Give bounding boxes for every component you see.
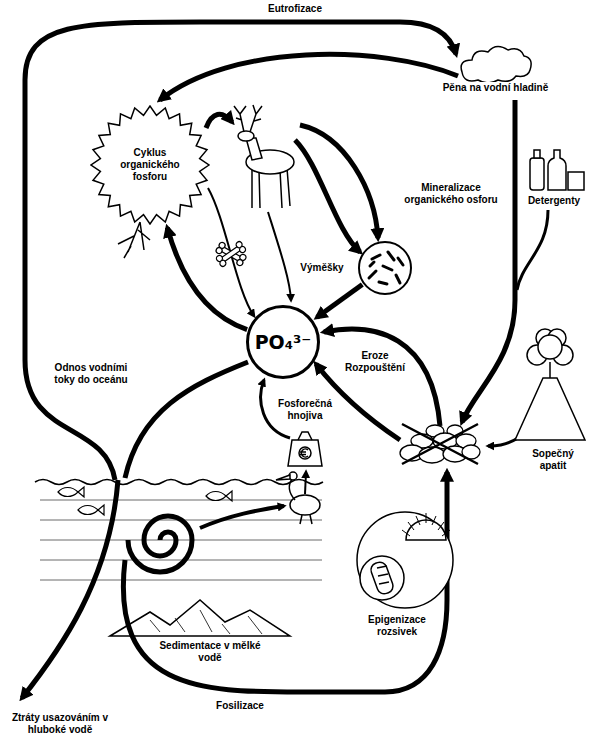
fish: [58, 487, 232, 515]
cycle-label: Epigenizace rozsivek: [368, 614, 426, 637]
detergent-bottles: [530, 150, 584, 190]
cycle-label: Sopečný apatit: [532, 448, 574, 471]
cycle-label: Eutrofizace: [268, 3, 322, 14]
cycle-label: Fosforečná hnojiva: [278, 398, 332, 421]
plant-roots: [118, 222, 150, 258]
label-wrap: Fosforečná hnojiva: [270, 398, 340, 422]
sea-bird: [276, 472, 320, 524]
bones: [215, 240, 247, 267]
node-label: Cyklus organického fosforu: [110, 147, 190, 183]
cycle-label: Pěna na vodní hladině: [443, 82, 549, 93]
bacteria-node: Mineralizace organického osforu: [352, 180, 512, 298]
fertilizer-bag: [288, 432, 322, 466]
cycle-label: Výměšky: [300, 262, 343, 273]
rock-pile: [400, 424, 480, 464]
label-wrap: Eroze Rozpouštění: [337, 350, 413, 374]
flow-arrows: [22, 22, 515, 698]
thin-arrows: [200, 188, 548, 528]
label-wrap: Epigenizace rozsivek: [352, 614, 442, 638]
label-wrap: Pěna na vodní hladině: [428, 82, 563, 94]
label-wrap: Výměšky: [296, 262, 348, 274]
cycle-label: Sedimentace v mělké vodě: [159, 640, 260, 663]
flow-connector: [317, 284, 362, 317]
cycle-burst: Cyklus organického fosforu: [90, 105, 210, 225]
cycle-label: Ztráty usazováním v hluboké vodě: [12, 712, 108, 735]
label-wrap: Detergenty: [522, 195, 586, 207]
node-label: Mineralizace organického osforu: [395, 182, 507, 206]
volcano: [515, 329, 585, 440]
label-wrap: Eutrofizace: [235, 3, 355, 15]
deer: [234, 105, 294, 208]
cycle-label: Fosilizace: [216, 700, 264, 711]
cycle-label: Detergenty: [528, 195, 580, 206]
diatom-circle: [357, 512, 453, 608]
node-label: PO₄³⁻: [255, 331, 312, 353]
label-wrap: Fosilizace: [200, 700, 280, 712]
label-wrap: Sedimentace v mělké vodě: [158, 640, 262, 664]
label-wrap: Odnos vodními toky do oceánu: [44, 362, 138, 386]
label-wrap: Sopečný apatit: [520, 448, 586, 472]
cycle-label: Odnos vodními toky do oceánu: [54, 362, 127, 385]
phosphate-circle: PO₄³⁻: [246, 305, 320, 379]
heading-wrap: Mineralizace organického osforu: [395, 182, 507, 206]
bacteria-circle: [358, 241, 412, 295]
flow-connector: [167, 228, 247, 330]
label-wrap: Ztráty usazováním v hluboké vodě: [4, 712, 116, 736]
cycle-label: Eroze Rozpouštění: [345, 350, 405, 373]
foam-cloud: [461, 46, 531, 83]
burst-text: Cyklus organického fosforu: [110, 147, 190, 183]
